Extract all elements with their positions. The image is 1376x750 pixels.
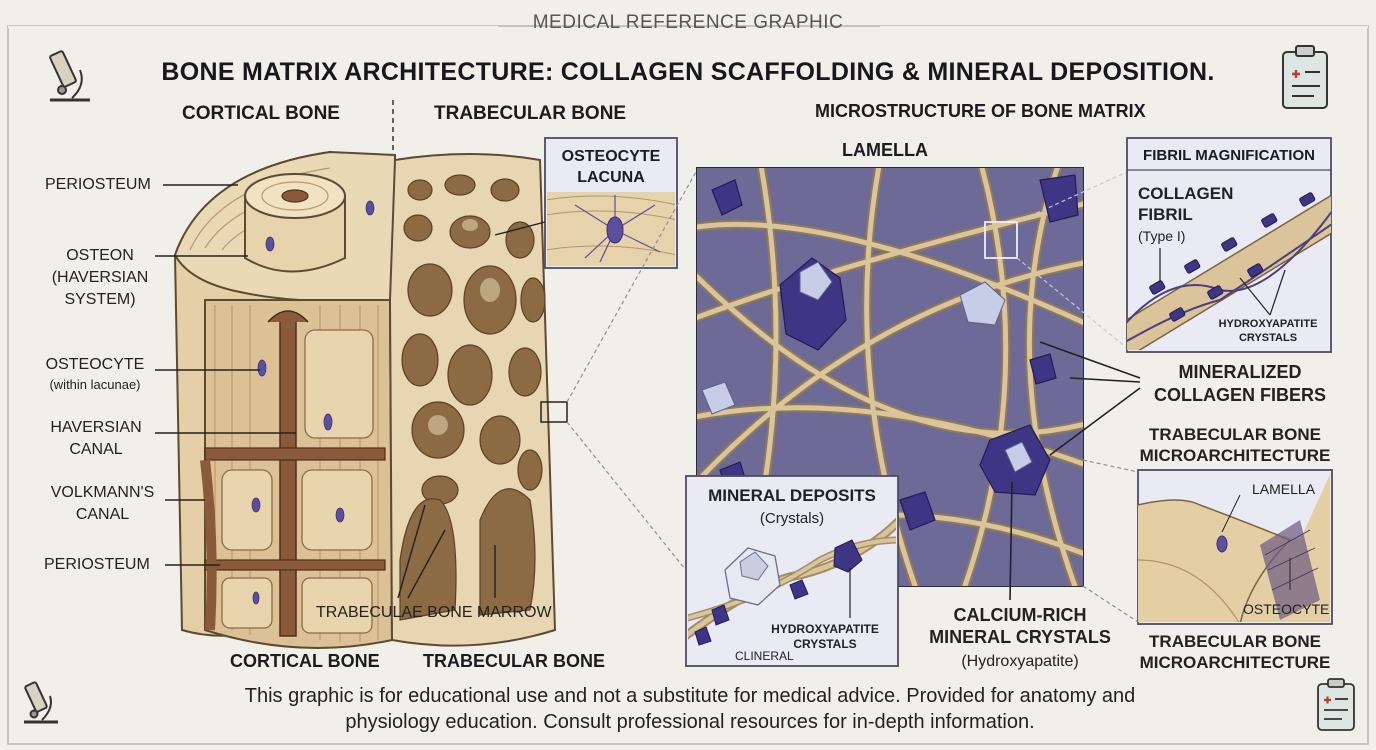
- lacuna-title-2: LACUNA: [547, 168, 675, 187]
- label-volkmann-2: CANAL: [40, 505, 165, 524]
- calcium-rich-2: MINERAL CRYSTALS: [920, 628, 1120, 647]
- fibril-crystals-2: CRYSTALS: [1205, 332, 1331, 345]
- header-trabecular-bone: TRABECULAR BONE: [434, 103, 626, 125]
- label-trabeculae-marrow: TRABECULAE BONE MARROW: [316, 603, 552, 622]
- label-osteon-1: OSTEON: [40, 246, 160, 265]
- label-lamella: LAMELLA: [842, 140, 928, 161]
- disclaimer-line-2: physiology education. Consult profession…: [140, 709, 1240, 735]
- mineral-crystals-1: HYDROXYAPATITE: [760, 622, 890, 636]
- label-mineralized-1: MINERALIZED: [1140, 363, 1340, 382]
- calcium-rich-1: CALCIUM-RICH: [920, 606, 1120, 625]
- micro-lamella-label: LAMELLA: [1252, 480, 1315, 499]
- volkmann-canal: [205, 448, 385, 460]
- page-title: BONE MATRIX ARCHITECTURE: COLLAGEN SCAFF…: [0, 58, 1376, 87]
- trabecular-micro-top-2: MICROARCHITECTURE: [1135, 446, 1335, 465]
- fibril-collagen-1: COLLAGEN: [1138, 184, 1233, 203]
- label-osteon-3: SYSTEM): [40, 290, 160, 309]
- label-haversian-2: CANAL: [40, 440, 152, 459]
- trabecular-micro-top-1: TRABECULAR BONE: [1135, 425, 1335, 444]
- footer-cortical-bone: CORTICAL BONE: [230, 651, 380, 672]
- label-mineralized-2: COLLAGEN FIBERS: [1140, 386, 1340, 405]
- header-microstructure: MICROSTRUCTURE OF BONE MATRIX: [815, 101, 1146, 122]
- trabecular-block: [390, 154, 567, 646]
- disclaimer: This graphic is for educational use and …: [140, 683, 1240, 735]
- label-periosteum-bottom: PERIOSTEUM: [44, 555, 150, 574]
- fibril-type: (Type I): [1138, 229, 1185, 244]
- fibril-box-title: FIBRIL MAGNIFICATION: [1129, 146, 1329, 165]
- clipboard-icon-bottom-right: [1318, 679, 1354, 730]
- footer-trabecular-bone: TRABECULAR BONE: [423, 651, 605, 672]
- calcium-rich-3: (Hydroxyapatite): [920, 652, 1120, 671]
- mineral-box-title: MINERAL DEPOSITS: [690, 486, 894, 505]
- label-haversian-1: HAVERSIAN: [40, 418, 152, 437]
- header-cortical-bone: CORTICAL BONE: [182, 103, 340, 125]
- micro-osteocyte-label: OSTEOCYTE: [1243, 600, 1329, 619]
- lacuna-title-1: OSTEOCYTE: [547, 147, 675, 166]
- bone-block: [175, 152, 395, 648]
- haversian-canal: [280, 318, 296, 636]
- microscope-icon-bottom-left: [24, 682, 58, 722]
- label-periosteum-top: PERIOSTEUM: [45, 175, 151, 194]
- fibril-crystals-1: HYDROXYAPATITE: [1205, 318, 1331, 331]
- trabecular-micro-bottom-1: TRABECULAR BONE: [1135, 632, 1335, 651]
- label-osteon-2: (HAVERSIAN: [40, 268, 160, 287]
- mineral-box-subtitle: (Crystals): [690, 509, 894, 528]
- disclaimer-line-1: This graphic is for educational use and …: [140, 683, 1240, 709]
- mineral-clineral: CLINERAL: [735, 649, 794, 664]
- trabecular-micro-bottom-2: MICROARCHITECTURE: [1135, 653, 1335, 672]
- label-osteocyte-1: OSTEOCYTE: [35, 355, 155, 374]
- label-osteocyte-2: (within lacunae): [35, 377, 155, 392]
- top-caption: MEDICAL REFERENCE GRAPHIC: [0, 12, 1376, 34]
- fibril-collagen-2: FIBRIL: [1138, 205, 1193, 224]
- label-volkmann-1: VOLKMANN'S: [40, 483, 165, 502]
